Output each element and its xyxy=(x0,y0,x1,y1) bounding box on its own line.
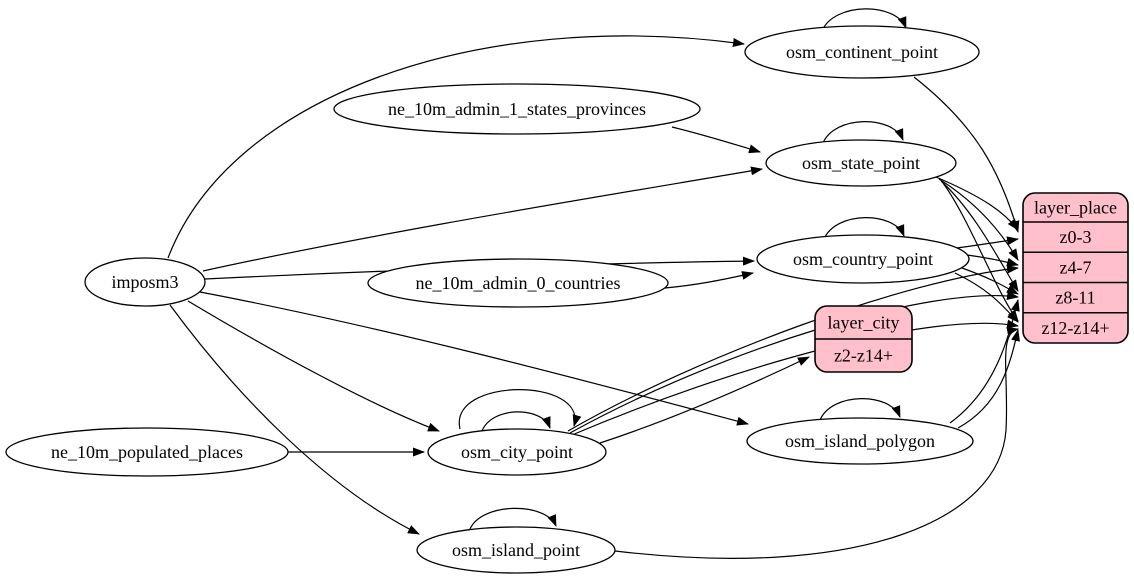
node-ne_10m_admin_0_countries: ne_10m_admin_0_countries xyxy=(367,258,669,308)
ne_10m_admin_1_states_provinces-ellipse xyxy=(333,83,701,135)
osm_city_point-ellipse xyxy=(427,428,607,476)
ne_10m_admin_0_countries-ellipse xyxy=(367,258,669,308)
node-osm_city_point: osm_city_point xyxy=(427,428,607,476)
edge-osm_state_point-to-layer_place-z0-3 xyxy=(935,176,1019,231)
edge-imposm3-to-osm_city_point xyxy=(187,300,440,432)
edge-osm_continent_point-to-layer_place-z0-3 xyxy=(913,76,1020,233)
node-osm_state_point: osm_state_point xyxy=(765,139,957,187)
node-osm_state_point-label: osm_state_point xyxy=(802,153,920,173)
self-loop-edge-osm_island_point xyxy=(469,507,557,530)
layer_place-record-box xyxy=(1022,192,1129,344)
node-osm_island_polygon-label: osm_island_polygon xyxy=(785,431,935,451)
edge-osm_country_point-to-layer_place-z4-7 xyxy=(966,254,1019,267)
layer_place-row-label-3: z12-z14+ xyxy=(1041,318,1109,338)
node-osm_island_point-label: osm_island_point xyxy=(452,540,580,560)
edge-imposm3-to-osm_continent_point xyxy=(167,35,745,259)
layer_city-row-label-0: z2-z14+ xyxy=(834,346,893,366)
node-ne_10m_populated_places: ne_10m_populated_places xyxy=(5,427,289,477)
node-osm_continent_point-label: osm_continent_point xyxy=(786,42,938,62)
node-imposm3: imposm3 xyxy=(84,257,206,307)
osm_island_point-ellipse xyxy=(416,526,616,574)
ne_10m_populated_places-ellipse xyxy=(5,427,289,477)
node-osm_continent_point: osm_continent_point xyxy=(744,25,980,79)
layer_place-row-label-0: z0-3 xyxy=(1060,227,1092,247)
node-osm_country_point-label: osm_country_point xyxy=(793,249,933,269)
node-osm_island_point: osm_island_point xyxy=(416,526,616,574)
edge-imposm3-to-osm_state_point xyxy=(202,166,763,272)
edge-osm_state_point-to-layer_place-z4-7 xyxy=(938,178,1019,261)
edge-osm_city_point-to-layer_city-z2-z14+ xyxy=(599,356,810,444)
node-ne_10m_admin_1_states_provinces-label: ne_10m_admin_1_states_provinces xyxy=(388,99,646,119)
osm_state_point-ellipse xyxy=(765,139,957,187)
edge-osm_state_point-to-layer_place-z8-11 xyxy=(940,180,1019,292)
edge-osm_island_polygon-to-layer_place-z12-z14+ xyxy=(957,329,1020,429)
self-loop-edge-osm_country_point xyxy=(823,217,905,240)
self-loop-edge-osm_island_polygon xyxy=(819,398,901,421)
edge-layer xyxy=(167,8,1020,559)
edge-osm_city_point-to-layer_place-z4-7 xyxy=(567,264,1019,432)
osm_country_point-ellipse xyxy=(756,234,970,284)
edge-ne_10m_admin_0_countries-to-osm_country_point xyxy=(664,271,754,289)
self-loop-edge-osm_city_point xyxy=(458,389,582,430)
edge-osm_island_point-to-layer_place-z12-z14+ xyxy=(614,326,1019,559)
node-osm_island_polygon: osm_island_polygon xyxy=(746,417,974,465)
node-layer_place-header-label: layer_place xyxy=(1034,198,1117,218)
edge-imposm3-to-osm_island_point xyxy=(169,304,420,535)
node-imposm3-label: imposm3 xyxy=(111,272,178,292)
edge-osm_state_point-to-layer_place-z12-z14+ xyxy=(942,182,1019,322)
node-layer_place: layer_place z0-3 z4-7 z8-11 z12-z14+ xyxy=(1022,192,1129,344)
osm_continent_point-ellipse xyxy=(744,25,980,79)
edge-osm_island_polygon-to-layer_place-z8-11 xyxy=(949,299,1020,424)
node-ne_10m_admin_1_states_provinces: ne_10m_admin_1_states_provinces xyxy=(333,83,701,135)
node-ne_10m_admin_0_countries-label: ne_10m_admin_0_countries xyxy=(416,273,621,293)
edge-osm_city_point-to-layer_place-z12-z14+ xyxy=(571,319,1019,436)
node-osm_city_point-label: osm_city_point xyxy=(461,442,573,462)
layer_place-row-label-2: z8-11 xyxy=(1055,288,1095,308)
imposm3-ellipse xyxy=(84,257,206,307)
node-osm_country_point: osm_country_point xyxy=(756,234,970,284)
node-layer_city-header-label: layer_city xyxy=(828,313,900,333)
edge-osm_country_point-to-layer_place-z0-3 xyxy=(956,236,1019,249)
node-layer: imposm3 ne_10m_admin_1_states_provincesne… xyxy=(5,25,1129,574)
self-loop-edge-osm_continent_point xyxy=(821,8,907,32)
layer_place-row-label-1: z4-7 xyxy=(1060,257,1092,277)
node-ne_10m_populated_places-label: ne_10m_populated_places xyxy=(51,442,243,462)
osm_island_polygon-ellipse xyxy=(746,417,974,465)
node-layer_city: layer_city z2-z14+ xyxy=(814,305,913,373)
self-loop-edge-osm_city_point xyxy=(481,411,551,432)
self-loop-edge-osm_state_point xyxy=(822,121,904,144)
edge-imposm3-to-osm_island_polygon xyxy=(199,291,749,426)
edge-ne_10m_admin_1_states_provinces-to-osm_state_point xyxy=(671,126,761,154)
